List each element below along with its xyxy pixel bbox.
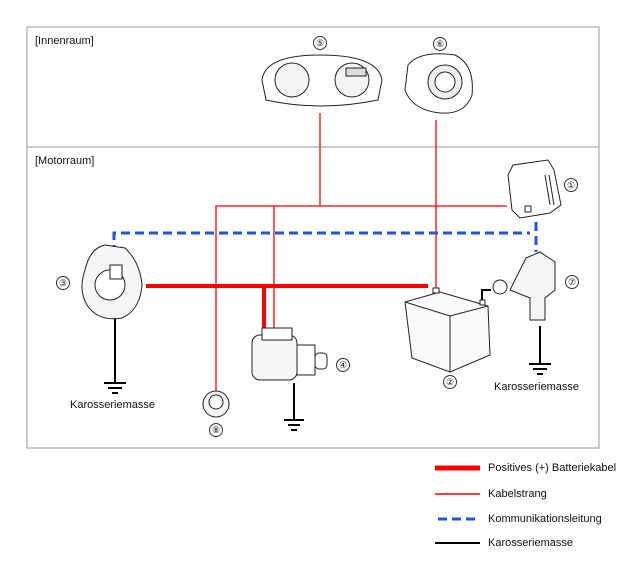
communication-line: [112, 222, 538, 254]
callout-3: ③: [56, 276, 70, 290]
callout-8: ⑧: [209, 423, 223, 437]
harness-lines: [215, 113, 507, 392]
starter-motor-icon: [251, 327, 328, 381]
section-label-engine: [Motorraum]: [35, 155, 95, 167]
section-label-interior: [Innenraum]: [35, 35, 94, 47]
legend-label-ground: Karosseriemasse: [488, 537, 573, 549]
ground-label: Karosseriemasse: [70, 399, 155, 411]
battery-sensor-icon: [492, 251, 556, 321]
sensor-icon: [202, 390, 230, 418]
callout-6: ⑥: [433, 37, 447, 51]
legend-label-communication: Kommunikationsleitung: [488, 513, 602, 525]
alternator-icon: [81, 244, 143, 320]
callout-7: ⑦: [565, 275, 579, 289]
callout-1: ①: [564, 178, 578, 192]
ground-lines: [104, 289, 551, 431]
callout-4: ④: [336, 358, 350, 372]
ground-label: Karosseriemasse: [494, 381, 579, 393]
start-button-icon: [404, 53, 473, 114]
frame: [26, 26, 600, 449]
callout-5: ⑤: [313, 36, 327, 50]
battery-icon: [404, 287, 491, 373]
legend-label-battery-cable: Positives (+) Batteriekabel: [488, 462, 617, 474]
legend-label-harness: Kabelstrang: [488, 488, 547, 500]
battery-cable: [146, 284, 428, 333]
ecu-icon: [507, 159, 562, 219]
callout-2: ②: [443, 375, 457, 389]
legend-swatches: [435, 465, 480, 544]
instrument-cluster-icon: [261, 54, 383, 107]
